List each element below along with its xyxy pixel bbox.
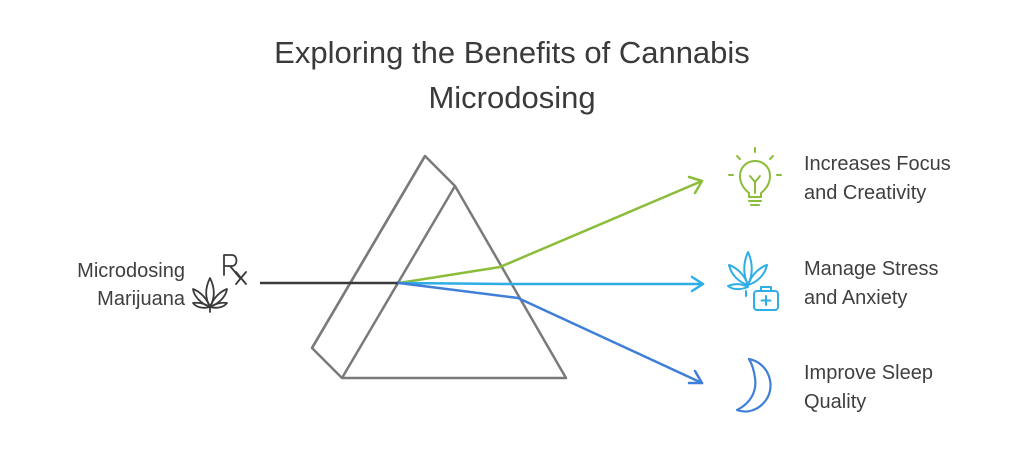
page-title-line-2: Microdosing: [428, 80, 596, 115]
beam-focus-arrowhead: [687, 175, 704, 195]
benefit-focus-line-2: and Creativity: [804, 182, 927, 204]
beam-sleep-arrowhead: [687, 369, 704, 385]
medical-kit-handle: [760, 286, 772, 292]
cannabis-rx-icon: [192, 254, 247, 313]
beam-focus: [397, 179, 704, 285]
beam-sleep: [397, 281, 704, 385]
beam-stress-arrowhead: [690, 275, 705, 293]
cannabis-leaf-low-left: [192, 301, 211, 309]
stress-leaf-center: [743, 251, 753, 286]
rx-letter-x: [235, 271, 247, 285]
benefit-sleep-line-2: Quality: [804, 391, 867, 413]
bulb-ray-right-top: [769, 155, 774, 160]
prism-edge-front: [310, 155, 427, 349]
cannabis-leaf-low-right: [209, 301, 228, 309]
benefit-focus-line-1: Increases Focus: [804, 153, 951, 175]
medical-kit-box: [753, 290, 779, 311]
benefit-stress-line-1: Manage Stress: [804, 258, 939, 280]
stress-leaf-left: [728, 264, 749, 286]
cannabis-medical-kit-icon: [727, 251, 779, 311]
benefit-sleep-line-1: Improve Sleep: [804, 362, 933, 384]
bulb-filament: [749, 175, 761, 194]
benefit-label-sleep: Improve Sleep Quality: [804, 359, 933, 417]
input-label: Microdosing Marijuana: [20, 257, 185, 313]
page-title-line-1: Exploring the Benefits of Cannabis: [274, 35, 750, 70]
medical-kit-cross: [760, 295, 772, 306]
stress-leaf-low-left: [727, 283, 749, 291]
moon-shape: [735, 357, 772, 413]
bulb-ray-left-top: [736, 155, 741, 160]
stress-leaf-right: [747, 264, 768, 286]
bulb-glass: [739, 160, 771, 198]
prism: [310, 154, 568, 380]
input-label-line-2: Marijuana: [97, 288, 185, 310]
crescent-moon-icon: [735, 357, 772, 413]
benefit-label-focus: Increases Focus and Creativity: [804, 150, 951, 208]
input-label-line-1: Microdosing: [77, 260, 185, 282]
benefit-stress-line-2: and Anxiety: [804, 287, 908, 309]
lightbulb-icon: [728, 147, 782, 206]
beam-stress: [397, 281, 705, 286]
benefit-label-stress: Manage Stress and Anxiety: [804, 255, 939, 313]
prism-outline: [310, 154, 568, 380]
cannabis-leaf-center: [205, 277, 215, 308]
